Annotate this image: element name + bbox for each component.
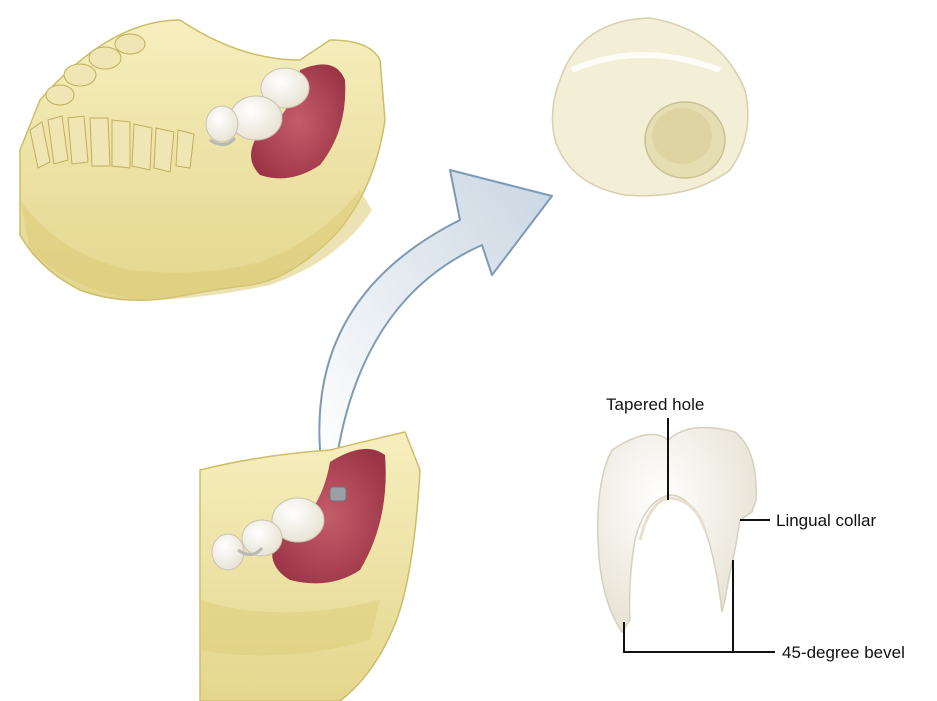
- lower-jaw-cast: [20, 20, 385, 300]
- tapered-hole-label: Tapered hole: [606, 396, 704, 413]
- putty-index: [552, 18, 747, 196]
- prepared-jaw-cast: [200, 432, 420, 701]
- lingual-collar-label: Lingual collar: [776, 512, 876, 529]
- bevel-leader: [624, 622, 775, 652]
- bevel-label: 45-degree bevel: [782, 644, 905, 661]
